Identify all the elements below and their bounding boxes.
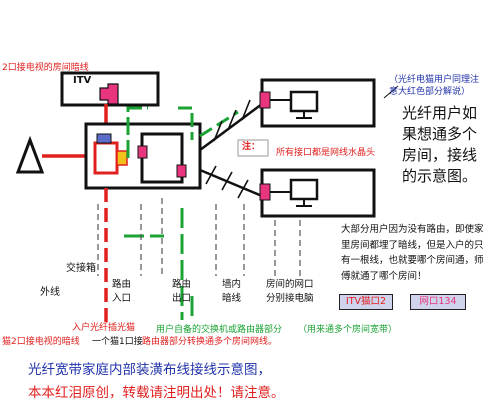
itv-box-label: ITV bbox=[73, 75, 92, 86]
col-router-out-label: 路由出口 bbox=[172, 279, 192, 304]
cat-top-port bbox=[96, 133, 112, 144]
big-note-line: 果想通多个 bbox=[402, 125, 478, 143]
side-note-line: 傅就通了哪个房间！ bbox=[341, 270, 427, 282]
green-cable-left bbox=[126, 106, 148, 158]
outer-line-triangle-icon bbox=[15, 135, 45, 174]
cat-side-port bbox=[116, 150, 128, 166]
tv-port-connector bbox=[99, 83, 119, 105]
col-router-in-label: 路由入口 bbox=[112, 279, 132, 304]
tv-room-label: 2口接电视的房间暗线 bbox=[2, 63, 89, 73]
wire-ticks bbox=[205, 99, 251, 199]
caption-line1: 光纤宽带家庭内部装潢布线接线示意图， bbox=[28, 362, 271, 378]
col-wall-label: 墙内暗线 bbox=[222, 279, 242, 304]
caption-line2: 本本红泪原创，转载请注明出处！请注意。 bbox=[28, 385, 285, 401]
note-tag-box bbox=[237, 139, 269, 157]
badge-net-port: 网口134 bbox=[410, 294, 466, 310]
switch-note-label: 用户自备的交换机或路由器部分 bbox=[156, 325, 283, 335]
green-cable-top-right bbox=[199, 110, 239, 138]
note-top-right-2: 意大红色部分解说） bbox=[389, 87, 471, 97]
router-in-port bbox=[137, 145, 148, 159]
col-outer-label: 外线 bbox=[40, 287, 60, 298]
wire-to-room1 bbox=[199, 102, 263, 152]
side-note-line: 大部分用户因为没有路由，即使家 bbox=[341, 224, 484, 235]
fiber-in-label: 入户光纤插光猫 bbox=[72, 323, 136, 333]
room1-computer-icon bbox=[289, 90, 319, 113]
side-note: 大部分用户因为没有路由，即使家 里房间都埋了暗线，但是入户的只 有一根线，也就要… bbox=[341, 222, 499, 284]
note-jack: 所有接口都是网线水晶头 bbox=[276, 148, 376, 158]
col-room-label: 房间的网口分别接电脑 bbox=[266, 279, 314, 304]
router-out-port bbox=[176, 164, 187, 178]
side-note-line: 有一根线，也就要哪个房间通，师 bbox=[341, 255, 484, 266]
big-note-line: 房间，接线 bbox=[402, 146, 478, 164]
router-note-label: 路由器部分转换通多个房间网线。 bbox=[142, 337, 278, 347]
big-note: 光纤用户如 果想通多个 房间，接线 的示意图。 bbox=[402, 103, 498, 187]
big-note-line: 光纤用户如 bbox=[402, 104, 478, 122]
side-note-line: 里房间都埋了暗线，但是入户的只 bbox=[341, 239, 484, 251]
note-top-right-1: （光纤电猫用户同理注 bbox=[389, 75, 480, 85]
cat-port1-label: 一个猫1口接 bbox=[92, 337, 143, 347]
note-tag: 注： bbox=[242, 142, 261, 152]
col-box-label: 交接箱 bbox=[66, 263, 96, 274]
column-dividers bbox=[97, 198, 301, 276]
badge-itv-port: ITV猫口2 bbox=[339, 294, 393, 310]
wide-note-label: （用来通多个房间宽带） bbox=[298, 325, 398, 335]
pointer-note-top bbox=[383, 85, 399, 99]
big-note-line: 的示意图。 bbox=[402, 167, 478, 185]
green-cable-right bbox=[178, 106, 194, 140]
cat-port2-label: 猫2口接电视的暗线 bbox=[2, 337, 80, 347]
router-box bbox=[140, 132, 184, 184]
wire-to-room2 bbox=[199, 168, 263, 198]
room2-computer-icon bbox=[289, 178, 319, 201]
green-cable-bottom bbox=[124, 208, 194, 320]
room1-port bbox=[259, 91, 271, 109]
room2-port bbox=[259, 183, 271, 201]
